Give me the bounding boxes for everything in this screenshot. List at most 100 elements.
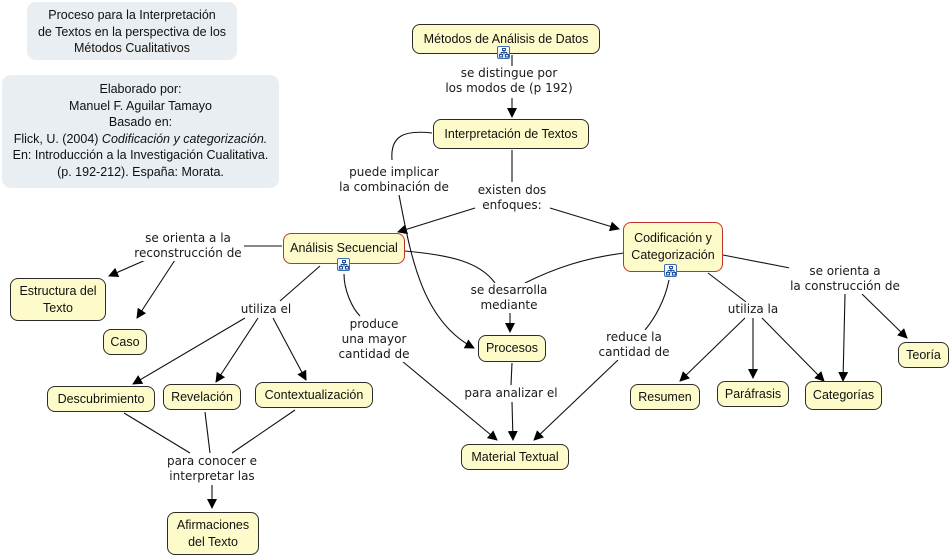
map-title-line: Proceso para la Interpretación — [48, 8, 216, 22]
concept-label: Análisis Secuencial — [290, 241, 398, 255]
concept-caso[interactable]: Caso — [103, 329, 147, 355]
edge-analisis-to-desarrolla — [404, 250, 496, 284]
link-puede-implicar[interactable]: puede implicar la combinación de — [338, 165, 450, 195]
concept-label: Contextualización — [264, 387, 364, 402]
concept-label: Caso — [110, 334, 140, 349]
edge-existen-to-analisis — [397, 207, 476, 235]
edge-reconstruccion-to-estructura — [108, 258, 149, 277]
hierarchy-icon — [666, 266, 676, 276]
link-se-distingue-por[interactable]: se distingue por los modos de (p 192) — [444, 66, 574, 96]
map-title-box: Proceso para la Interpretación de Textos… — [27, 2, 237, 60]
credits-book: En: Introducción a la Investigación Cual… — [12, 148, 269, 162]
edge-utiliza-la-to-resumen — [679, 317, 746, 382]
edge-reconstruccion-to-caso — [136, 259, 176, 319]
edge-utiliza-la-to-categorias — [761, 317, 825, 382]
concept-procesos[interactable]: Procesos — [478, 335, 546, 362]
concept-codificacion-categorizacion[interactable]: Codificación y Categorización — [623, 222, 723, 272]
hierarchy-icon — [339, 260, 349, 270]
concept-label: Categorización — [631, 248, 715, 262]
edge-descubrimiento-to-conocer — [123, 412, 191, 454]
link-produce-mayor-cantidad[interactable]: produce una mayor cantidad de — [337, 317, 411, 362]
concept-teoria[interactable]: Teoría — [898, 342, 949, 368]
link-text: existen dos — [477, 183, 547, 197]
link-text: puede implicar — [349, 165, 439, 179]
edge-procesos-to-analizar — [510, 362, 513, 386]
edge-construccion-to-teoria — [861, 293, 908, 339]
edge-utiliza-to-revelacion — [215, 317, 259, 383]
edge-codificacion-to-desarrolla — [524, 252, 625, 284]
link-text: para analizar el — [464, 386, 558, 400]
submap-badge-metodos[interactable] — [497, 46, 510, 59]
edge-puede-to-procesos — [398, 194, 475, 349]
hierarchy-icon — [499, 48, 509, 58]
link-text: para conocer e — [166, 454, 258, 468]
link-text: mediante — [480, 298, 538, 312]
submap-badge-codificacion[interactable] — [664, 264, 677, 277]
edge-interpretacion-to-puede — [391, 131, 433, 161]
concept-label: Resumen — [638, 389, 692, 404]
concept-contextualizacion[interactable]: Contextualización — [255, 382, 373, 408]
concept-resumen[interactable]: Resumen — [630, 384, 700, 410]
edge-utiliza-to-contextualizacion — [272, 317, 307, 381]
link-text: reconstrucción de — [134, 246, 242, 260]
concept-label: Estructura del — [19, 283, 97, 298]
concept-revelacion[interactable]: Revelación — [163, 384, 241, 410]
concept-analisis-secuencial[interactable]: Análisis Secuencial — [283, 233, 405, 264]
link-text: la combinación de — [339, 180, 449, 194]
concept-parafrasis[interactable]: Paráfrasis — [717, 381, 789, 407]
concept-label: Material Textual — [471, 449, 559, 464]
edge-existen-to-codificacion — [549, 207, 620, 232]
link-existen-dos-enfoques[interactable]: existen dos enfoques: — [476, 183, 548, 213]
link-text: enfoques: — [482, 198, 542, 212]
concept-interpretacion-textos[interactable]: Interpretación de Textos — [433, 119, 589, 149]
concept-label: Categorías — [812, 388, 875, 402]
link-utiliza-la[interactable]: utiliza la — [726, 302, 780, 317]
link-se-orienta-reconstruccion[interactable]: se orienta a la reconstrucción de — [133, 231, 243, 261]
link-text: se desarrolla — [470, 283, 548, 297]
link-text: los modos de (p 192) — [445, 81, 573, 95]
link-text: interpretar las — [169, 469, 255, 483]
link-text: se orienta a la — [145, 231, 231, 245]
link-text: una mayor — [341, 332, 407, 346]
link-text: produce — [349, 317, 399, 331]
edge-revelacion-to-conocer — [204, 411, 211, 454]
concept-afirmaciones-texto[interactable]: Afirmaciones del Texto — [167, 512, 259, 555]
map-title-line: Métodos Cualitativos — [73, 41, 191, 55]
map-title-line: de Textos en la perspectiva de los — [37, 24, 227, 39]
link-text: cantidad de — [338, 347, 410, 361]
link-se-desarrolla-mediante[interactable]: se desarrolla mediante — [469, 283, 549, 313]
link-text: se orienta a — [809, 264, 881, 278]
concept-material-textual[interactable]: Material Textual — [461, 444, 569, 470]
concept-label: Revelación — [171, 389, 233, 404]
edge-reduce-to-material — [533, 359, 619, 441]
link-utiliza-el[interactable]: utiliza el — [239, 302, 293, 317]
link-text: se distingue por — [460, 66, 558, 80]
credits-reference-author: Flick, U. (2004) — [13, 131, 102, 146]
edge-contextualizacion-to-conocer — [231, 409, 296, 454]
edge-codificacion-to-construccion — [722, 254, 791, 269]
credits-label: Elaborado por: — [99, 82, 182, 96]
edge-analizar-to-material — [507, 401, 518, 441]
concept-label: Codificación y — [634, 231, 712, 245]
concept-label: Paráfrasis — [724, 386, 782, 401]
edge-analisis-to-utiliza-el — [279, 265, 321, 302]
credits-publisher: (p. 192-212). España: Morata. — [57, 164, 224, 179]
link-reduce-cantidad[interactable]: reduce la cantidad de — [597, 330, 671, 360]
link-para-analizar-el[interactable]: para analizar el — [463, 386, 559, 401]
concept-label: Afirmaciones — [176, 517, 250, 532]
credits-author: Manuel F. Aguilar Tamayo — [69, 98, 212, 113]
credits-box: Elaborado por: Manuel F. Aguilar Tamayo … — [2, 75, 279, 188]
link-se-orienta-construccion[interactable]: se orienta a la construcción de — [789, 264, 901, 294]
concept-label: Procesos — [485, 341, 539, 355]
credits-reference-title: Codificación y categorización. — [101, 131, 268, 146]
credits-reference: Flick, U. (2004) Codificación y categori… — [2, 131, 279, 148]
link-text: cantidad de — [598, 345, 670, 359]
concept-categorias[interactable]: Categorías — [805, 381, 882, 410]
concept-estructura-texto[interactable]: Estructura del Texto — [10, 278, 106, 321]
submap-badge-analisis[interactable] — [337, 258, 350, 271]
edge-produce-to-material — [401, 360, 498, 441]
link-para-conocer-interpretar[interactable]: para conocer e interpretar las — [165, 454, 259, 484]
edge-analisis-to-produce — [343, 273, 361, 317]
concept-descubrimiento[interactable]: Descubrimiento — [47, 386, 155, 412]
